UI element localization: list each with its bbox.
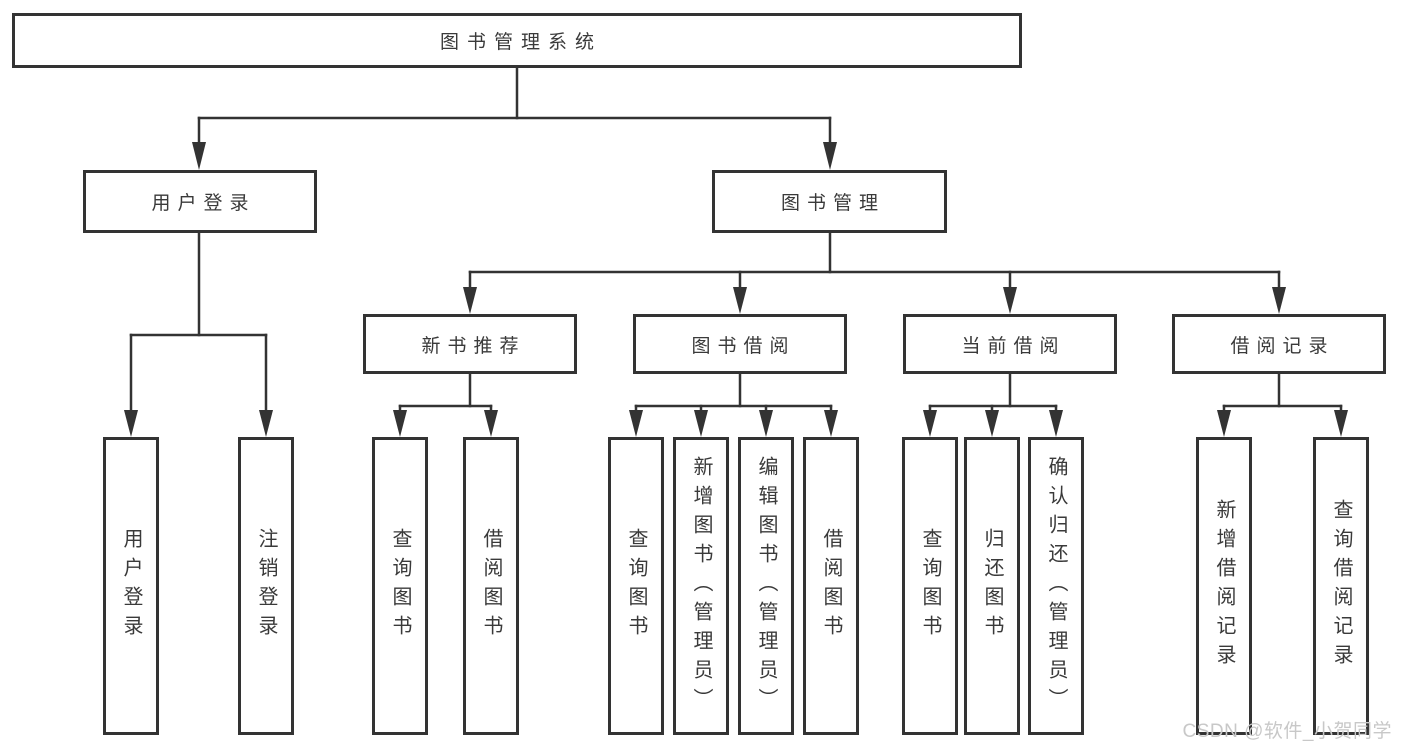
leaf-confirm-return-admin: 确认归还（管理员） bbox=[1028, 437, 1084, 735]
leaf-query-books-current: 查询图书 bbox=[902, 437, 958, 735]
node-label: 当前借阅 bbox=[961, 335, 1066, 357]
node-book-borrow: 图书借阅 bbox=[633, 314, 847, 374]
leaf-label: 确认归还（管理员） bbox=[1045, 455, 1067, 717]
leaf-return-books: 归还图书 bbox=[964, 437, 1020, 735]
leaf-label: 用户登录 bbox=[120, 528, 142, 644]
leaf-label: 新增图书（管理员） bbox=[690, 455, 712, 717]
node-library-management-system: 图书管理系统 bbox=[12, 13, 1022, 68]
leaf-query-borrow-record: 查询借阅记录 bbox=[1313, 437, 1369, 735]
node-label: 借阅记录 bbox=[1230, 335, 1335, 357]
node-label: 图书借阅 bbox=[691, 335, 796, 357]
leaf-query-books-borrow: 查询图书 bbox=[608, 437, 664, 735]
node-user-login: 用户登录 bbox=[83, 170, 317, 233]
leaf-label: 编辑图书（管理员） bbox=[755, 455, 777, 717]
leaf-add-books-admin: 新增图书（管理员） bbox=[673, 437, 729, 735]
node-new-book-recommend: 新书推荐 bbox=[363, 314, 577, 374]
leaf-borrow-books-recommend: 借阅图书 bbox=[463, 437, 519, 735]
node-label: 用户登录 bbox=[151, 193, 256, 214]
node-current-borrow: 当前借阅 bbox=[903, 314, 1117, 374]
leaf-add-borrow-record: 新增借阅记录 bbox=[1196, 437, 1252, 735]
leaf-label: 借阅图书 bbox=[820, 528, 842, 644]
node-label: 图书管理系统 bbox=[439, 32, 602, 53]
leaf-borrow-books: 借阅图书 bbox=[803, 437, 859, 735]
node-label: 图书管理 bbox=[780, 193, 885, 214]
node-book-management: 图书管理 bbox=[712, 170, 947, 233]
leaf-label: 查询图书 bbox=[919, 528, 941, 644]
leaf-edit-books-admin: 编辑图书（管理员） bbox=[738, 437, 794, 735]
node-borrow-records: 借阅记录 bbox=[1172, 314, 1386, 374]
leaf-label: 查询图书 bbox=[625, 528, 647, 644]
leaf-label: 借阅图书 bbox=[480, 528, 502, 644]
leaf-query-books-recommend: 查询图书 bbox=[372, 437, 428, 735]
leaf-label: 归还图书 bbox=[981, 528, 1003, 644]
node-label: 新书推荐 bbox=[421, 335, 526, 357]
csdn-watermark: CSDN @软件_小贺同学 bbox=[1182, 721, 1392, 742]
leaf-label: 查询图书 bbox=[389, 528, 411, 644]
leaf-label: 新增借阅记录 bbox=[1213, 499, 1235, 673]
leaf-label: 注销登录 bbox=[255, 528, 277, 644]
leaf-logout: 注销登录 bbox=[238, 437, 294, 735]
leaf-label: 查询借阅记录 bbox=[1330, 499, 1352, 673]
leaf-user-login: 用户登录 bbox=[103, 437, 159, 735]
